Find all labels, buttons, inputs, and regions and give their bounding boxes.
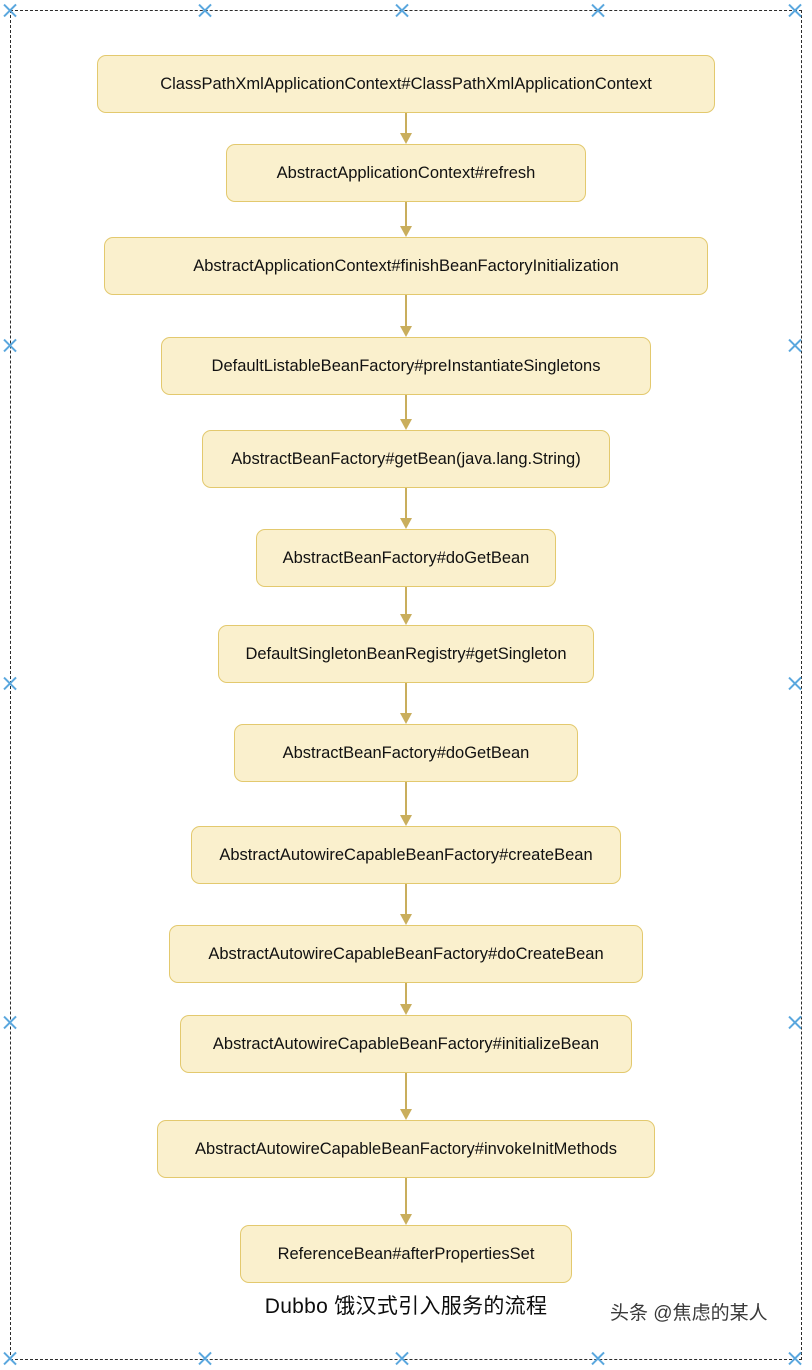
flow-node-label: AbstractAutowireCapableBeanFactory#doCre… bbox=[169, 925, 643, 983]
arrowhead-icon bbox=[400, 713, 412, 724]
arrow-stem bbox=[405, 587, 407, 616]
flow-node-n6[interactable]: AbstractBeanFactory#doGetBean bbox=[0, 529, 812, 587]
arrow-stem bbox=[405, 1178, 407, 1216]
selection-handle-x-icon[interactable] bbox=[2, 1014, 19, 1031]
diagram-caption: Dubbo 饿汉式引入服务的流程 bbox=[264, 1295, 548, 1318]
arrow-stem bbox=[405, 395, 407, 421]
flow-node-label: AbstractApplicationContext#refresh bbox=[226, 144, 586, 202]
flow-node-n1[interactable]: ClassPathXmlApplicationContext#ClassPath… bbox=[0, 55, 812, 113]
flow-node-label: AbstractAutowireCapableBeanFactory#invok… bbox=[157, 1120, 655, 1178]
selection-handle-x-icon[interactable] bbox=[787, 675, 804, 692]
arrowhead-icon bbox=[400, 1004, 412, 1015]
arrow-stem bbox=[405, 488, 407, 520]
arrow-stem bbox=[405, 884, 407, 916]
selection-handle-x-icon[interactable] bbox=[2, 2, 19, 19]
arrowhead-icon bbox=[400, 1214, 412, 1225]
selection-handle-x-icon[interactable] bbox=[2, 337, 19, 354]
flow-node-label: DefaultListableBeanFactory#preInstantiat… bbox=[161, 337, 651, 395]
flow-arrow-n7-to-n8 bbox=[399, 683, 413, 724]
flow-node-n3[interactable]: AbstractApplicationContext#finishBeanFac… bbox=[0, 237, 812, 295]
flow-arrow-n5-to-n6 bbox=[399, 488, 413, 529]
flow-node-n7[interactable]: DefaultSingletonBeanRegistry#getSingleto… bbox=[0, 625, 812, 683]
arrowhead-icon bbox=[400, 326, 412, 337]
arrowhead-icon bbox=[400, 419, 412, 430]
selection-handle-x-icon[interactable] bbox=[590, 1350, 607, 1367]
flow-node-n11[interactable]: AbstractAutowireCapableBeanFactory#initi… bbox=[0, 1015, 812, 1073]
flow-node-label: AbstractAutowireCapableBeanFactory#creat… bbox=[191, 826, 621, 884]
flow-node-label: AbstractAutowireCapableBeanFactory#initi… bbox=[180, 1015, 632, 1073]
flow-node-label: DefaultSingletonBeanRegistry#getSingleto… bbox=[218, 625, 594, 683]
flow-arrow-n8-to-n9 bbox=[399, 782, 413, 826]
flow-node-label: AbstractApplicationContext#finishBeanFac… bbox=[104, 237, 708, 295]
flow-node-n4[interactable]: DefaultListableBeanFactory#preInstantiat… bbox=[0, 337, 812, 395]
selection-handle-x-icon[interactable] bbox=[197, 1350, 214, 1367]
flow-node-n9[interactable]: AbstractAutowireCapableBeanFactory#creat… bbox=[0, 826, 812, 884]
flow-arrow-n12-to-n13 bbox=[399, 1178, 413, 1225]
flow-arrow-n6-to-n7 bbox=[399, 587, 413, 625]
flow-arrow-n10-to-n11 bbox=[399, 983, 413, 1015]
arrow-stem bbox=[405, 683, 407, 715]
arrowhead-icon bbox=[400, 914, 412, 925]
flow-node-label: AbstractBeanFactory#getBean(java.lang.St… bbox=[202, 430, 610, 488]
arrow-stem bbox=[405, 295, 407, 328]
selection-handle-x-icon[interactable] bbox=[787, 337, 804, 354]
flow-arrow-n3-to-n4 bbox=[399, 295, 413, 337]
flow-node-n13[interactable]: ReferenceBean#afterPropertiesSet bbox=[0, 1225, 812, 1283]
selection-handle-x-icon[interactable] bbox=[2, 675, 19, 692]
arrow-stem bbox=[405, 782, 407, 817]
flow-arrow-n11-to-n12 bbox=[399, 1073, 413, 1120]
arrowhead-icon bbox=[400, 226, 412, 237]
arrow-stem bbox=[405, 1073, 407, 1111]
flow-node-n12[interactable]: AbstractAutowireCapableBeanFactory#invok… bbox=[0, 1120, 812, 1178]
arrow-stem bbox=[405, 983, 407, 1006]
arrowhead-icon bbox=[400, 518, 412, 529]
flow-arrow-n4-to-n5 bbox=[399, 395, 413, 430]
selection-handle-x-icon[interactable] bbox=[787, 2, 804, 19]
flow-node-n8[interactable]: AbstractBeanFactory#doGetBean bbox=[0, 724, 812, 782]
flow-node-label: ClassPathXmlApplicationContext#ClassPath… bbox=[97, 55, 715, 113]
arrowhead-icon bbox=[400, 614, 412, 625]
selection-handle-x-icon[interactable] bbox=[394, 2, 411, 19]
arrow-stem bbox=[405, 113, 407, 135]
selection-handle-x-icon[interactable] bbox=[787, 1014, 804, 1031]
arrowhead-icon bbox=[400, 1109, 412, 1120]
flow-node-label: AbstractBeanFactory#doGetBean bbox=[234, 724, 578, 782]
flow-arrow-n2-to-n3 bbox=[399, 202, 413, 237]
flow-arrow-n1-to-n2 bbox=[399, 113, 413, 144]
selection-handle-x-icon[interactable] bbox=[394, 1350, 411, 1367]
selection-handle-x-icon[interactable] bbox=[2, 1350, 19, 1367]
selection-handle-x-icon[interactable] bbox=[590, 2, 607, 19]
flow-node-n10[interactable]: AbstractAutowireCapableBeanFactory#doCre… bbox=[0, 925, 812, 983]
selection-handle-x-icon[interactable] bbox=[787, 1350, 804, 1367]
flow-node-label: AbstractBeanFactory#doGetBean bbox=[256, 529, 556, 587]
flow-arrow-n9-to-n10 bbox=[399, 884, 413, 925]
flow-node-label: ReferenceBean#afterPropertiesSet bbox=[240, 1225, 572, 1283]
flow-node-n2[interactable]: AbstractApplicationContext#refresh bbox=[0, 144, 812, 202]
arrow-stem bbox=[405, 202, 407, 228]
watermark-text: 头条 @焦虑的某人 bbox=[610, 1303, 768, 1324]
arrowhead-icon bbox=[400, 133, 412, 144]
selection-handle-x-icon[interactable] bbox=[197, 2, 214, 19]
flow-node-n5[interactable]: AbstractBeanFactory#getBean(java.lang.St… bbox=[0, 430, 812, 488]
arrowhead-icon bbox=[400, 815, 412, 826]
